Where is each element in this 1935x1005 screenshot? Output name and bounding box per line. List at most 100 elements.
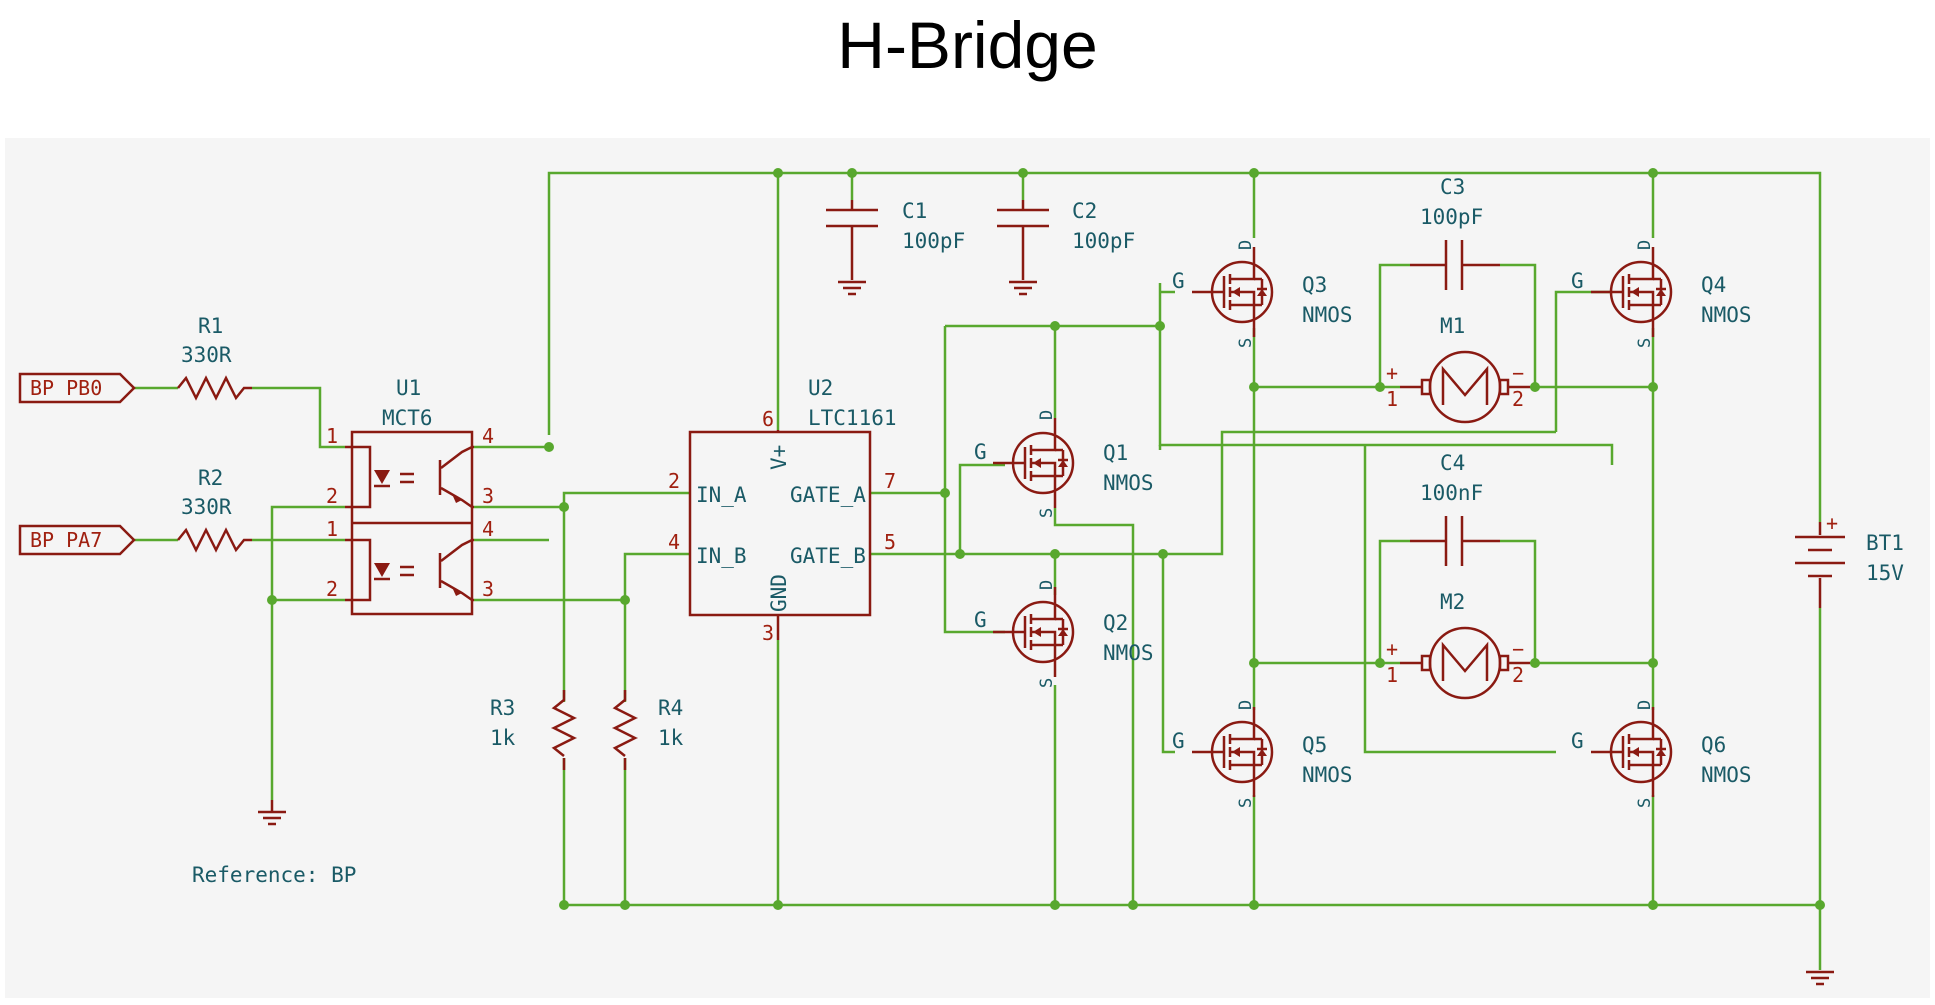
resistor-r2: R2 330R bbox=[177, 466, 252, 553]
u2-pin3: 3 bbox=[762, 621, 774, 645]
q1-value: NMOS bbox=[1103, 471, 1154, 495]
port-pb0-label: BP PB0 bbox=[30, 376, 102, 400]
motor-m2: M2 + 1 − 2 bbox=[1386, 590, 1530, 700]
mosfet-q1: G D S Q1 NMOS bbox=[974, 410, 1154, 518]
q6-ref: Q6 bbox=[1701, 733, 1726, 757]
m1-plus: + bbox=[1386, 361, 1398, 385]
q6-s: S bbox=[1635, 798, 1655, 808]
ic-u2: U2 LTC1161 IN_A IN_B GATE_A GATE_B V+ GN… bbox=[668, 376, 897, 645]
port-bp-pa7: BP PA7 bbox=[18, 524, 136, 556]
u2-pin5: 5 bbox=[884, 530, 896, 554]
r4-value: 1k bbox=[658, 726, 684, 750]
c3-value: 100pF bbox=[1420, 205, 1483, 229]
r2-ref: R2 bbox=[198, 466, 223, 490]
m1-ref: M1 bbox=[1440, 314, 1465, 338]
resistor-r1: R1 330R bbox=[177, 314, 252, 401]
port-pa7-label: BP PA7 bbox=[30, 528, 102, 552]
q6-d: D bbox=[1635, 700, 1655, 710]
junctions bbox=[267, 168, 1825, 910]
q4-d: D bbox=[1635, 240, 1655, 250]
q3-s: S bbox=[1236, 338, 1256, 348]
q1-g: G bbox=[974, 440, 987, 464]
q1-d: D bbox=[1037, 410, 1057, 420]
page-title: H-Bridge bbox=[837, 8, 1098, 82]
u2-pin6: 6 bbox=[762, 407, 774, 431]
q2-g: G bbox=[974, 608, 987, 632]
capacitor-c3: C3 100pF bbox=[1410, 175, 1500, 290]
q6-g: G bbox=[1571, 729, 1584, 753]
c4-value: 100nF bbox=[1420, 481, 1483, 505]
m1-minus: − bbox=[1512, 361, 1524, 385]
q5-ref: Q5 bbox=[1302, 733, 1327, 757]
q6-value: NMOS bbox=[1701, 763, 1752, 787]
m2-ref: M2 bbox=[1440, 590, 1465, 614]
resistor-r4: R4 1k bbox=[612, 690, 684, 770]
port-bp-pb0: BP PB0 bbox=[18, 372, 136, 404]
c1-ref: C1 bbox=[902, 199, 927, 223]
q4-s: S bbox=[1635, 338, 1655, 348]
u2-value: LTC1161 bbox=[808, 406, 897, 430]
u1-pin2b: 2 bbox=[326, 577, 338, 601]
m1-pin1: 1 bbox=[1386, 387, 1398, 411]
q1-s: S bbox=[1037, 508, 1057, 518]
u1-pin4: 4 bbox=[482, 424, 494, 448]
r3-ref: R3 bbox=[490, 696, 515, 720]
capacitor-c1: C1 100pF bbox=[826, 199, 965, 296]
q2-s: S bbox=[1037, 678, 1057, 688]
m2-plus: + bbox=[1386, 637, 1398, 661]
q4-value: NMOS bbox=[1701, 303, 1752, 327]
u2-gnd: GND bbox=[767, 574, 791, 612]
sheet-background bbox=[5, 138, 1930, 998]
u2-gate-b: GATE_B bbox=[790, 544, 866, 568]
optocoupler-u1: 1 2 1 2 4 3 4 3 U1 MCT6 bbox=[326, 376, 494, 616]
q2-value: NMOS bbox=[1103, 641, 1154, 665]
u1-ref: U1 bbox=[396, 376, 421, 400]
c3-ref: C3 bbox=[1440, 175, 1465, 199]
q5-d: D bbox=[1236, 700, 1256, 710]
m2-minus: − bbox=[1512, 637, 1524, 661]
m1-pin2: 2 bbox=[1512, 387, 1524, 411]
r2-value: 330R bbox=[181, 495, 232, 519]
m2-pin2: 2 bbox=[1512, 663, 1524, 687]
motor-m1: M1 + 1 − 2 bbox=[1386, 314, 1530, 424]
r3-value: 1k bbox=[490, 726, 516, 750]
u1-pin3b: 3 bbox=[482, 577, 494, 601]
q5-g: G bbox=[1172, 729, 1185, 753]
u2-pin2: 2 bbox=[668, 469, 680, 493]
u1-pin3: 3 bbox=[482, 484, 494, 508]
r1-value: 330R bbox=[181, 343, 232, 367]
q3-value: NMOS bbox=[1302, 303, 1353, 327]
u1-pin2: 2 bbox=[326, 484, 338, 508]
u1-pin1: 1 bbox=[326, 424, 338, 448]
q4-g: G bbox=[1571, 269, 1584, 293]
u2-gate-a: GATE_A bbox=[790, 483, 866, 507]
q5-s: S bbox=[1236, 798, 1256, 808]
r4-ref: R4 bbox=[658, 696, 683, 720]
u1-pin1b: 1 bbox=[326, 517, 338, 541]
r1-ref: R1 bbox=[198, 314, 223, 338]
bt1-ref: BT1 bbox=[1866, 531, 1904, 555]
u2-ref: U2 bbox=[808, 376, 833, 400]
q3-g: G bbox=[1172, 269, 1185, 293]
u1-pin4b: 4 bbox=[482, 517, 494, 541]
u2-pin7: 7 bbox=[884, 469, 896, 493]
mosfet-q6: G D S Q6 NMOS bbox=[1571, 700, 1752, 808]
c4-ref: C4 bbox=[1440, 451, 1465, 475]
q1-ref: Q1 bbox=[1103, 441, 1128, 465]
q2-d: D bbox=[1037, 580, 1057, 590]
u2-in-a: IN_A bbox=[696, 483, 747, 507]
u2-vplus: V+ bbox=[767, 445, 791, 470]
q4-ref: Q4 bbox=[1701, 273, 1726, 297]
capacitor-c4: C4 100nF bbox=[1410, 451, 1500, 566]
bt1-value: 15V bbox=[1866, 561, 1904, 585]
q3-ref: Q3 bbox=[1302, 273, 1327, 297]
battery-bt1: + BT1 15V bbox=[1795, 511, 1904, 608]
c2-value: 100pF bbox=[1072, 229, 1135, 253]
mosfet-q3: G D S Q3 NMOS bbox=[1172, 240, 1353, 348]
mosfet-q2: G D S Q2 NMOS bbox=[974, 580, 1154, 688]
u2-in-b: IN_B bbox=[696, 544, 747, 568]
u1-value: MCT6 bbox=[382, 406, 433, 430]
q3-d: D bbox=[1236, 240, 1256, 250]
q2-ref: Q2 bbox=[1103, 611, 1128, 635]
mosfet-q4: G D S Q4 NMOS bbox=[1571, 240, 1752, 348]
